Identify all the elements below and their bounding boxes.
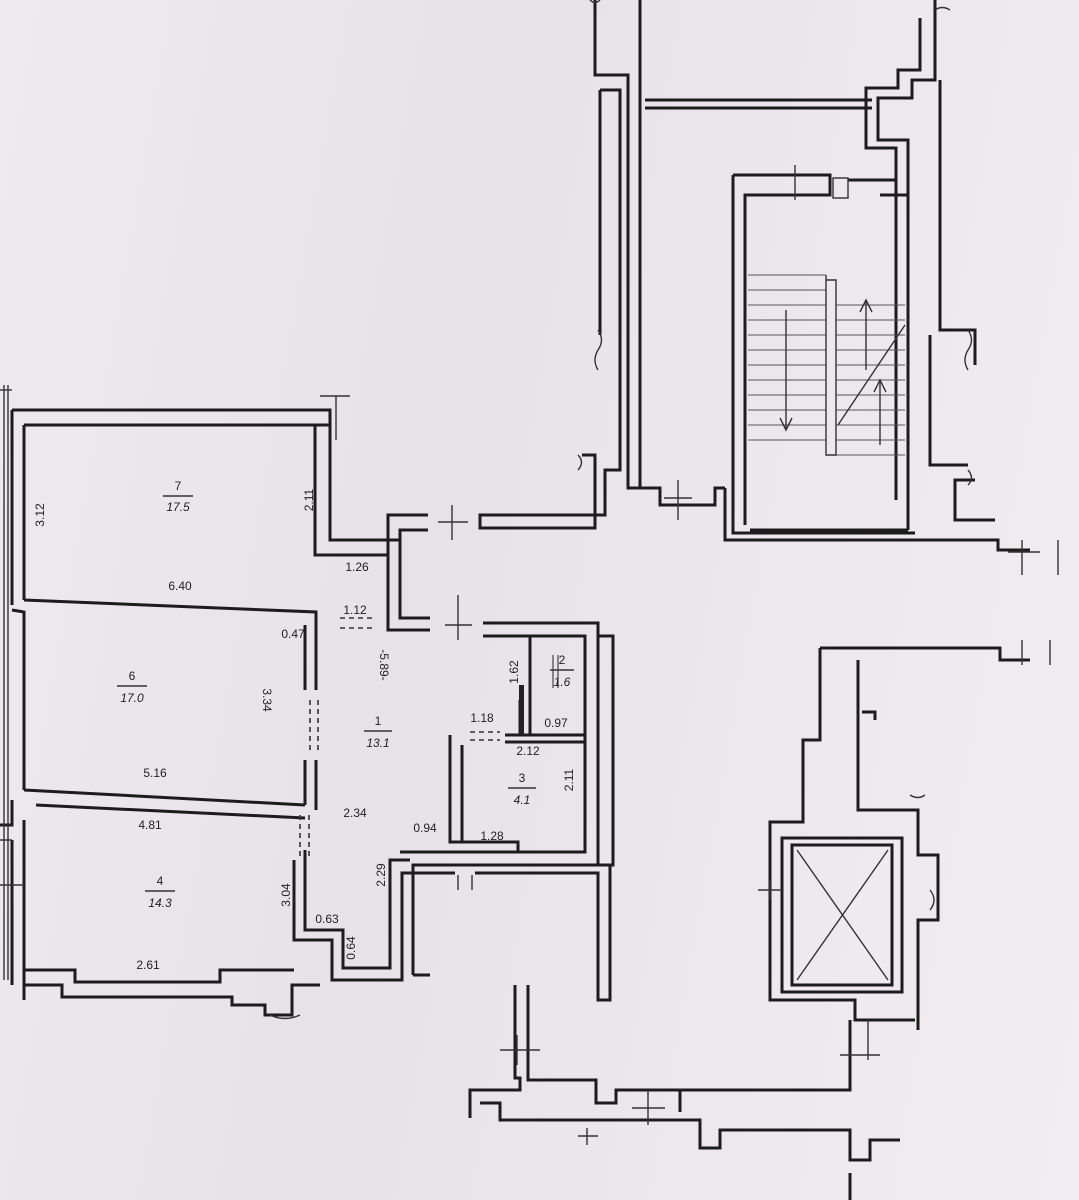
svg-text:2: 2 <box>559 653 566 667</box>
window-marks <box>0 165 1059 1145</box>
dim-0-63: 0.63 <box>315 912 339 926</box>
dim-5-89: -5.89- <box>377 649 391 680</box>
svg-text:13.1: 13.1 <box>366 736 389 750</box>
room-4-label: 4 14.3 <box>145 874 175 910</box>
svg-text:6: 6 <box>129 669 136 683</box>
dim-2-34: 2.34 <box>343 806 367 820</box>
svg-text:1: 1 <box>375 714 382 728</box>
door-openings <box>299 617 559 890</box>
dim-4-81: 4.81 <box>138 818 162 832</box>
dim-3-12: 3.12 <box>33 503 47 527</box>
svg-text:14.3: 14.3 <box>148 896 172 910</box>
dim-1-12: 1.12 <box>343 603 367 617</box>
svg-text:17.5: 17.5 <box>166 500 190 514</box>
dim-3-04: 3.04 <box>279 883 293 907</box>
dim-1-18: 1.18 <box>470 711 494 725</box>
room-6-label: 6 17.0 <box>117 669 147 705</box>
dim-6-40: 6.40 <box>168 579 192 593</box>
dim-1-62: 1.62 <box>507 660 521 684</box>
room-1-label: 1 13.1 <box>364 714 392 750</box>
break-lines <box>269 0 973 1020</box>
apartment-walls <box>0 408 612 1017</box>
svg-text:3: 3 <box>519 771 526 785</box>
dim-2-61: 2.61 <box>136 958 160 972</box>
svg-text:4: 4 <box>157 874 164 888</box>
building-walls <box>468 0 1030 1200</box>
dim-0-64: 0.64 <box>344 936 358 960</box>
svg-text:1.6: 1.6 <box>554 675 571 689</box>
dim-5-16: 5.16 <box>143 766 167 780</box>
room-3-label: 3 4.1 <box>508 771 536 807</box>
dim-2-12: 2.12 <box>516 744 540 758</box>
dim-2-11-a: 2.11 <box>302 488 316 511</box>
dim-0-94: 0.94 <box>413 821 437 835</box>
staircase <box>748 177 906 456</box>
dim-1-26: 1.26 <box>345 560 369 574</box>
svg-text:7: 7 <box>175 479 182 493</box>
svg-text:4.1: 4.1 <box>514 793 531 807</box>
dim-2-29: 2.29 <box>374 863 388 887</box>
room-7-label: 7 17.5 <box>163 479 193 514</box>
dim-0-47: 0.47 <box>281 627 305 641</box>
room-2-label: 2 1.6 <box>550 653 574 689</box>
dim-3-34: 3.34 <box>260 688 274 712</box>
dim-0-97: 0.97 <box>544 716 568 730</box>
dim-1-28: 1.28 <box>480 829 504 843</box>
svg-text:17.0: 17.0 <box>120 691 144 705</box>
elevator-shaft <box>796 849 889 981</box>
dimension-labels: 3.12 2.11 6.40 1.26 1.12 0.47 -5.89- 3.3… <box>33 488 576 972</box>
dim-2-11-b: 2.11 <box>562 768 576 791</box>
